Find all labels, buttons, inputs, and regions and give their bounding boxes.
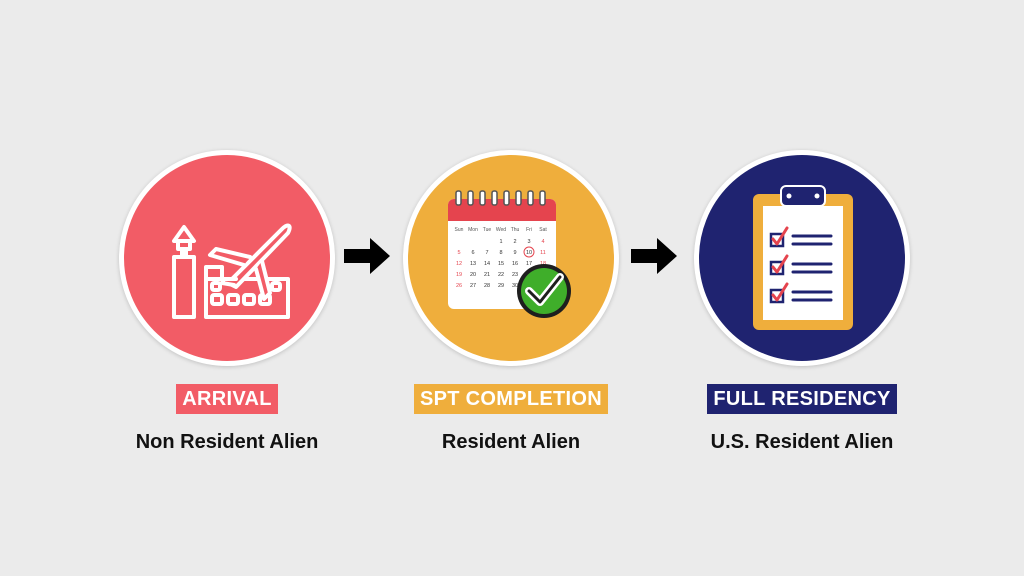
calendar-date: 23 xyxy=(512,272,518,278)
weekday-label: Mon xyxy=(468,227,478,233)
arrival-circle xyxy=(119,150,335,366)
step-arrival: ARRIVAL Non Resident Alien xyxy=(97,150,357,454)
calendar-date: 8 xyxy=(499,250,502,256)
calendar-date: 29 xyxy=(498,283,504,289)
calendar-date: 10 xyxy=(526,250,532,256)
calendar-date: 14 xyxy=(484,261,490,267)
step-badge: ARRIVAL xyxy=(176,384,278,414)
weekday-label: Tue xyxy=(483,227,492,233)
step-badge: FULL RESIDENCY xyxy=(707,384,897,414)
weekday-label: Thu xyxy=(511,227,520,233)
calendar-date: 19 xyxy=(456,272,462,278)
calendar-date: 15 xyxy=(498,261,504,267)
calendar-date: 3 xyxy=(527,239,530,245)
step-subtitle: U.S. Resident Alien xyxy=(710,431,894,453)
calendar-date: 12 xyxy=(456,261,462,267)
calendar-date: 17 xyxy=(526,261,532,267)
step-badge: SPT COMPLETION xyxy=(414,384,608,414)
step-subtitle: Non Resident Alien xyxy=(135,431,319,453)
weekday-label: Fri xyxy=(526,227,532,233)
calendar-date: 1 xyxy=(499,239,502,245)
arrow-right-icon xyxy=(631,238,677,274)
step-full-residency: FULL RESIDENCY U.S. Resident Alien xyxy=(672,150,932,454)
weekday-label: Wed xyxy=(496,227,506,233)
arrow-right-icon xyxy=(344,238,390,274)
calendar-date: 20 xyxy=(470,272,476,278)
airport-plane-icon xyxy=(172,223,292,319)
calendar-date: 26 xyxy=(456,283,462,289)
calendar-date: 21 xyxy=(484,272,490,278)
weekday-label: Sun xyxy=(455,227,464,233)
calendar-date: 9 xyxy=(513,250,516,256)
calendar-date: 6 xyxy=(471,250,474,256)
calendar-date: 4 xyxy=(541,239,544,245)
calendar-date: 5 xyxy=(457,250,460,256)
weekday-label: Sat xyxy=(539,227,547,233)
calendar-date: 28 xyxy=(484,283,490,289)
calendar-date: 27 xyxy=(470,283,476,289)
calendar-date: 7 xyxy=(485,250,488,256)
highlight-ring xyxy=(523,246,535,258)
calendar-date: 16 xyxy=(512,261,518,267)
calendar-date: 18 xyxy=(540,261,546,267)
calendar-date: 30 xyxy=(512,283,518,289)
calendar-date: 13 xyxy=(470,261,476,267)
full-residency-circle xyxy=(694,150,910,366)
clipboard-checklist-icon xyxy=(753,185,853,330)
calendar-date: 11 xyxy=(540,250,546,256)
step-subtitle: Resident Alien xyxy=(441,431,581,453)
calendar-date: 2 xyxy=(513,239,516,245)
calendar-date: 22 xyxy=(498,272,504,278)
